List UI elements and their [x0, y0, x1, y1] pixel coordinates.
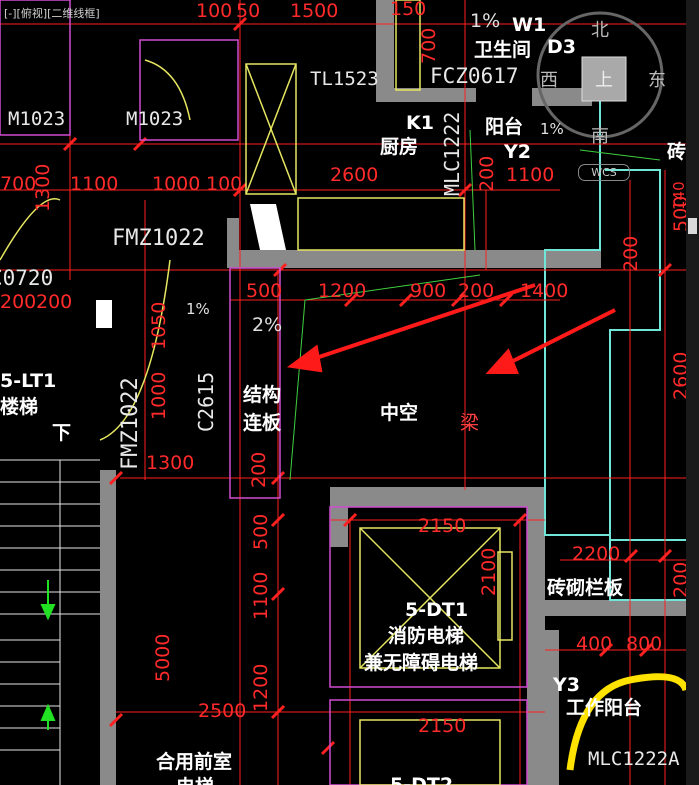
dim-5000-vertical: 5000 [152, 633, 174, 682]
dim-1050-vertical: 1050 [148, 301, 170, 350]
dim-2100-vertical: 2100 [478, 547, 500, 596]
dim-2150-a: 2150 [418, 515, 467, 537]
dim-2500: 2500 [198, 700, 247, 722]
door-tag-fmz1022-v: FMZ1022 [118, 377, 143, 470]
atrium-label: 中空 [380, 402, 419, 424]
window-tag-tl1523: TL1523 [310, 68, 379, 90]
compass-north[interactable]: 北 [591, 20, 609, 41]
bathroom-label: 卫生间 [474, 39, 532, 61]
balcony-y2-code: Y2 [504, 141, 531, 163]
dim-1500: 1500 [290, 0, 339, 22]
dim-200-a: 200 [0, 291, 37, 313]
dim-2200: 2200 [572, 543, 621, 565]
window-tag-c2615: C2615 [194, 371, 218, 432]
door-tag-mlc1222: MLC1222 [440, 111, 464, 196]
d3-label: D3 [547, 36, 576, 58]
dim-1300: 1300 [146, 452, 195, 474]
dim-400: 400 [576, 633, 613, 655]
structural-slab-label-2: 连板 [243, 412, 282, 434]
compass-top-cube[interactable]: 上 [595, 70, 613, 91]
dim-200-c: 200 [458, 280, 495, 302]
dim-100: 100 [196, 0, 233, 22]
window-tag-c0720: C0720 [0, 266, 54, 290]
compass-south[interactable]: 南 [591, 126, 609, 147]
slope-1pct-a: 1% [470, 10, 501, 32]
compass-west[interactable]: 西 [540, 70, 558, 91]
door-tag-m1023-a: M1023 [8, 108, 66, 130]
elevator2-code: 5-DT2 [390, 774, 454, 785]
dim-1200: 1200 [318, 280, 367, 302]
slope-2pct: 2% [252, 314, 283, 336]
slope-1pct-c: 1% [540, 120, 564, 138]
dim-1000: 1000 [152, 173, 201, 195]
dim-2600: 2600 [330, 164, 379, 186]
dim-1300-vertical: 1300 [32, 163, 54, 212]
dim-1200-vertical: 1200 [250, 663, 272, 712]
window-tag-fcz0617: FCZ0617 [430, 64, 519, 88]
dim-200-d-vertical: 200 [476, 155, 498, 192]
dim-1100-a: 1100 [70, 173, 119, 195]
balcony-y2-label: 阳台 [485, 116, 524, 138]
dim-1000-vertical: 1000 [148, 371, 170, 420]
stair-code: 5-LT1 [0, 370, 57, 392]
bathroom-code: W1 [512, 14, 547, 36]
dim-800: 800 [626, 633, 663, 655]
viewport-label[interactable]: [-][俯视][二维线框] [4, 7, 100, 20]
dim-500-vertical: 500 [250, 513, 272, 550]
lobby-label: 合用前室 [156, 751, 233, 773]
dim-900: 900 [410, 280, 447, 302]
structural-slab-label-1: 结构 [243, 384, 282, 406]
door-tag-m1023-b: M1023 [126, 108, 184, 130]
dim-700: 700 [0, 173, 37, 195]
dim-200-right-vertical: 200 [620, 235, 642, 272]
dim-500-a: 500 [246, 280, 283, 302]
kitchen-code: K1 [406, 112, 434, 134]
vertical-scrollbar[interactable] [686, 0, 699, 785]
elevator-code: 5-DT1 [405, 599, 469, 621]
lobby-label-2: 电梯 [176, 778, 214, 785]
compass-east[interactable]: 东 [648, 70, 666, 91]
work-balcony-label: 工作阳台 [566, 697, 643, 719]
stair-down-label: 下 [52, 422, 72, 444]
masonry-edge-label: 砖 [667, 141, 687, 163]
kitchen-label: 厨房 [380, 136, 419, 158]
slope-1pct-b: 1% [186, 300, 210, 318]
dim-150: 150 [390, 0, 427, 20]
dim-50: 50 [236, 0, 261, 22]
stair-label: 楼梯 [0, 396, 39, 418]
wcs-menu[interactable]: WCS [578, 164, 630, 181]
dim-100-b: 100 [206, 173, 243, 195]
dim-1100-vertical: 1100 [250, 571, 272, 620]
work-balcony-code: Y3 [553, 674, 580, 696]
dim-200-vertical: 200 [248, 451, 270, 488]
elevator-label-2: 兼无障碍电梯 [364, 652, 479, 674]
door-tag-mlc1222a: MLC1222A [588, 748, 680, 770]
dim-200-b: 200 [36, 291, 73, 313]
scrollbar-thumb[interactable] [688, 218, 697, 234]
beam-label: 梁 [460, 412, 480, 434]
dim-1100-b: 1100 [506, 164, 555, 186]
dim-1400: 1400 [520, 280, 569, 302]
door-tag-fmz1022-h: FMZ1022 [112, 226, 205, 251]
dim-2150-b: 2150 [418, 715, 467, 737]
dim-140-right-vertical: 140 [670, 181, 688, 210]
elevator-label-1: 消防电梯 [388, 625, 465, 647]
dim-700-b-vertical: 700 [418, 27, 440, 64]
masonry-rail-label: 砖砌栏板 [547, 577, 624, 599]
